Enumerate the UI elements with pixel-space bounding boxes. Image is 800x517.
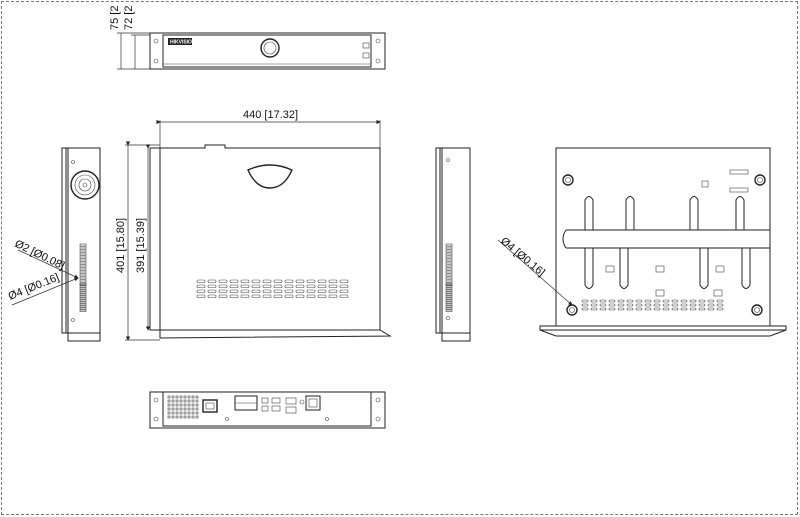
top-view <box>149 119 392 339</box>
dim-hole-large-bottom: Ø4 [Ø0.16] <box>498 235 547 279</box>
brand-logo-text: HIKVISION <box>170 40 196 46</box>
right-side-view <box>435 147 471 342</box>
depth-dimensions <box>125 141 160 341</box>
dim-width: 440 [17.32] <box>243 109 298 121</box>
brand-logo <box>168 38 192 45</box>
ventilation-slots <box>196 279 349 298</box>
network-port-icon <box>305 395 321 411</box>
dim-hole-small: Ø2 [Ø0.08] <box>13 238 67 272</box>
rear-fan-grille <box>167 395 199 419</box>
fan-icon <box>70 170 100 200</box>
power-button-icon <box>260 38 280 58</box>
power-socket-icon <box>202 399 218 413</box>
bottom-view <box>539 147 787 337</box>
dim-depth-a: 401 [15.80] <box>115 218 127 273</box>
dim-depth-b: 391 [15.39] <box>135 218 147 273</box>
front-view: HIKVISION <box>149 32 386 70</box>
hole-callout-bottom <box>497 239 573 306</box>
rear-view <box>149 391 386 429</box>
dim-height-b: 72 [2 <box>123 6 135 30</box>
handle-recess <box>247 164 293 189</box>
hole-callouts-left <box>11 249 79 306</box>
left-side-view <box>61 147 101 342</box>
front-height-dimensions <box>117 32 150 70</box>
dim-hole-large-side: Ø4 [Ø0.16] <box>7 271 61 302</box>
dim-height-a: 75 [2 <box>109 6 121 30</box>
